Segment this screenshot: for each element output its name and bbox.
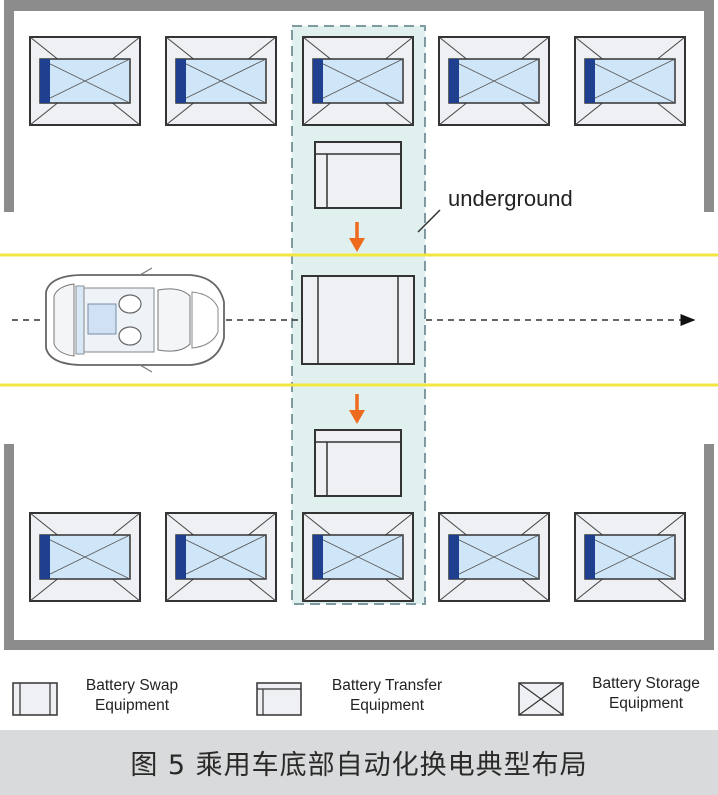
battery-swap-icon (301, 275, 415, 365)
layout-diagram (0, 0, 718, 650)
legend-transfer-label: Battery Transfer Equipment (312, 676, 462, 716)
legend-swap-line-2: Equipment (94, 697, 170, 714)
battery-storage-icon (29, 512, 141, 602)
battery-swap-icon (12, 682, 58, 716)
down-arrow-icon (349, 222, 365, 252)
underground-leader-line (417, 209, 441, 233)
bottom-wall (4, 640, 714, 650)
battery-storage-icon (574, 512, 686, 602)
down-arrow-icon (349, 394, 365, 424)
battery-transfer-icon (314, 429, 402, 497)
building-walls (4, 0, 714, 650)
battery-storage-icon (574, 36, 686, 126)
battery-storage-icon (165, 512, 277, 602)
legend-transfer: Battery Transfer Equipment (256, 672, 476, 726)
battery-storage-icon (438, 36, 550, 126)
battery-storage-icon (438, 512, 550, 602)
legend-swap: Battery Swap Equipment (12, 672, 232, 726)
left-wall-lower (4, 444, 14, 650)
legend-storage-label: Battery Storage Equipment (578, 674, 714, 714)
top-wall (4, 0, 714, 11)
battery-storage-icon (165, 36, 277, 126)
storage-row-top (29, 36, 686, 126)
legend-storage: Battery Storage Equipment (518, 672, 718, 726)
battery-transfer-icon (256, 682, 302, 716)
battery-storage-icon (29, 36, 141, 126)
right-wall-upper (704, 0, 714, 212)
battery-storage-icon (302, 512, 414, 602)
battery-storage-icon (302, 36, 414, 126)
left-wall-upper (4, 0, 14, 212)
legend-swap-label: Battery Swap Equipment (72, 676, 192, 716)
figure-caption: 图 5 乘用车底部自动化换电典型布局 (130, 750, 588, 781)
underground-label: underground (448, 186, 573, 211)
car-icon (45, 267, 225, 373)
legend-transfer-line-1: Battery Transfer (331, 677, 443, 694)
legend-swap-line-1: Battery Swap (85, 677, 179, 694)
battery-transfer-icon (314, 141, 402, 209)
battery-storage-icon (518, 682, 564, 716)
legend-storage-line-2: Equipment (608, 695, 684, 712)
right-wall-lower (704, 444, 714, 650)
caption-bar: 图 5 乘用车底部自动化换电典型布局 (0, 730, 718, 795)
storage-row-bottom (29, 512, 686, 602)
legend-storage-line-1: Battery Storage (592, 675, 700, 692)
legend-transfer-line-2: Equipment (349, 697, 425, 714)
